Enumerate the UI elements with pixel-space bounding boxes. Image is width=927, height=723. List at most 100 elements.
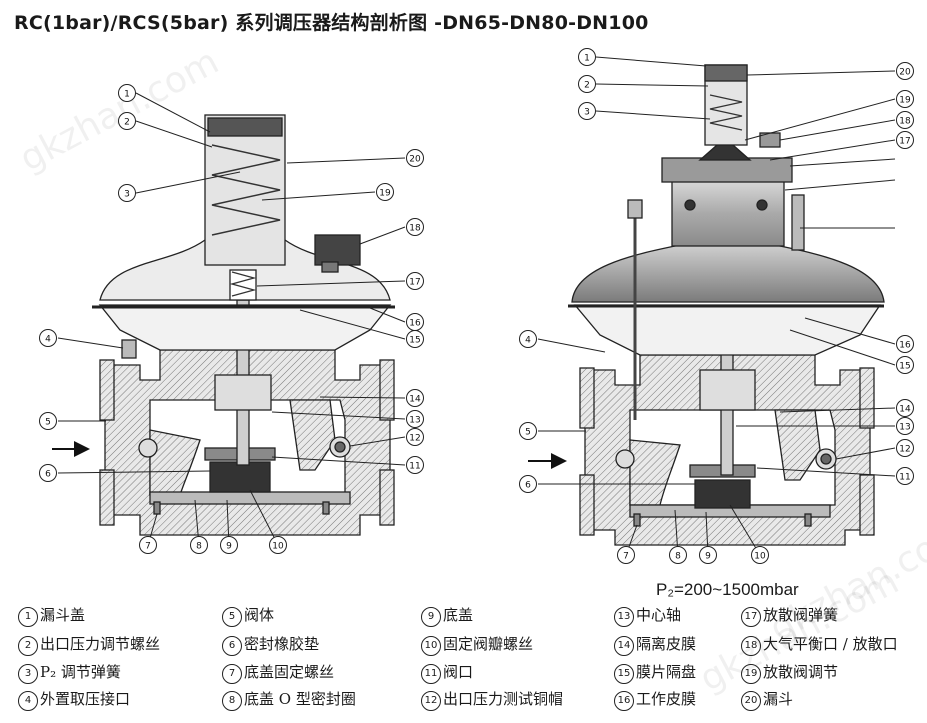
left-callout-circle-1: [118, 84, 136, 102]
right-callout-circle-17: [896, 131, 914, 149]
left-callout-circle-20: [406, 149, 424, 167]
right-callout-circle-18: [896, 111, 914, 129]
left-callout-circle-19: [376, 183, 394, 201]
left-callout-circle-16: [406, 313, 424, 331]
left-callout-label-5: 5: [45, 417, 51, 427]
left-leaders: [57, 92, 406, 546]
legend-number: 13: [614, 607, 634, 627]
legend-text: 漏斗: [763, 690, 794, 708]
left-callout-label-1: 1: [124, 89, 130, 99]
legend-number: 1: [18, 607, 38, 627]
left-callout-circle-7: [139, 536, 157, 554]
right-callout-label-11: 11: [899, 472, 910, 482]
right-callout-circle-15: [896, 356, 914, 374]
left-callout-circle-12: [406, 428, 424, 446]
page-title: RC(1bar)/RCS(5bar) 系列调压器结构剖析图 -DN65-DN80…: [14, 12, 649, 34]
left-callout-label-20: 20: [409, 154, 421, 164]
legend-number: 19: [741, 664, 761, 684]
right-callout-circle-8: [669, 546, 687, 564]
legend-text: 放散阀调节: [763, 663, 839, 681]
legend-number: 2: [18, 636, 38, 656]
legend-text: 底盖: [443, 606, 474, 624]
right-callout-circle-20: [896, 62, 914, 80]
legend-text: 出口压力测试铜帽: [443, 690, 564, 708]
right-callout-label-1: 1: [584, 53, 590, 63]
legend-number: 17: [741, 607, 761, 627]
legend-text: 放散阀弹簧: [763, 606, 839, 624]
legend-number: 15: [614, 664, 634, 684]
legend-number: 9: [421, 607, 441, 627]
right-callout-label-9: 9: [705, 551, 711, 561]
left-callout-label-6: 6: [45, 469, 51, 479]
legend-text: 出口压力调节螺丝: [40, 635, 161, 653]
left-callout-label-9: 9: [226, 541, 232, 551]
legend-number: 12: [421, 691, 441, 711]
right-regulator-section: [568, 64, 885, 546]
left-callout-circle-10: [269, 536, 287, 554]
right-callout-label-20: 20: [899, 67, 911, 77]
right-callout-circle-3: [578, 102, 596, 120]
left-callout-circle-11: [406, 456, 424, 474]
left-callout-label-4: 4: [45, 334, 51, 344]
left-callout-label-12: 12: [409, 433, 420, 443]
right-callout-circle-16: [896, 335, 914, 353]
legend-number: 3: [18, 664, 38, 684]
legend-number: 14: [614, 636, 634, 656]
left-callout-label-10: 10: [272, 541, 284, 551]
legend-number: 4: [18, 691, 38, 711]
right-callout-circle-7: [617, 546, 635, 564]
right-leaders: [537, 56, 896, 556]
left-callout-label-16: 16: [409, 318, 421, 328]
legend-text: 大气平衡口 / 放散口: [763, 635, 898, 653]
legend-text: P₂ 调节弹簧: [40, 663, 121, 681]
right-callout-circle-10: [751, 546, 769, 564]
right-callout-circle-1: [578, 48, 596, 66]
legend-number: 20: [741, 691, 761, 711]
left-callout-label-15: 15: [409, 335, 420, 345]
legend-text: 底盖 O 型密封圈: [244, 690, 356, 708]
legend-number: 5: [222, 607, 242, 627]
legend-number: 10: [421, 636, 441, 656]
legend-text: 工作皮膜: [636, 690, 697, 708]
left-callout-circle-3: [118, 184, 136, 202]
left-callout-circle-5: [39, 412, 57, 430]
legend-text: 阀体: [244, 606, 275, 624]
legend-number: 11: [421, 664, 441, 684]
left-callout-circle-14: [406, 389, 424, 407]
left-callout-label-19: 19: [379, 188, 391, 198]
left-callout-label-2: 2: [124, 117, 130, 127]
right-callout-circle-6: [519, 475, 537, 493]
left-callout-circle-17: [406, 272, 424, 290]
left-callout-label-13: 13: [409, 415, 420, 425]
legend-text: 中心轴: [636, 606, 682, 624]
right-callout-circle-12: [896, 439, 914, 457]
legend-number: 18: [741, 636, 761, 656]
right-callout-label-12: 12: [899, 444, 910, 454]
legend-text: 漏斗盖: [40, 606, 86, 624]
left-callout-circle-18: [406, 218, 424, 236]
right-callout-label-14: 14: [899, 404, 911, 414]
right-callout-circle-19: [896, 90, 914, 108]
legend-text: 底盖固定螺丝: [244, 663, 335, 681]
legend-number: 16: [614, 691, 634, 711]
left-callout-circle-9: [220, 536, 238, 554]
right-callout-circle-4: [519, 330, 537, 348]
right-callout-label-17: 17: [899, 136, 910, 146]
left-callout-label-18: 18: [409, 223, 421, 233]
right-callout-circle-9: [699, 546, 717, 564]
left-callout-label-8: 8: [196, 541, 202, 551]
right-callout-label-5: 5: [525, 427, 531, 437]
left-callout-label-14: 14: [409, 394, 421, 404]
